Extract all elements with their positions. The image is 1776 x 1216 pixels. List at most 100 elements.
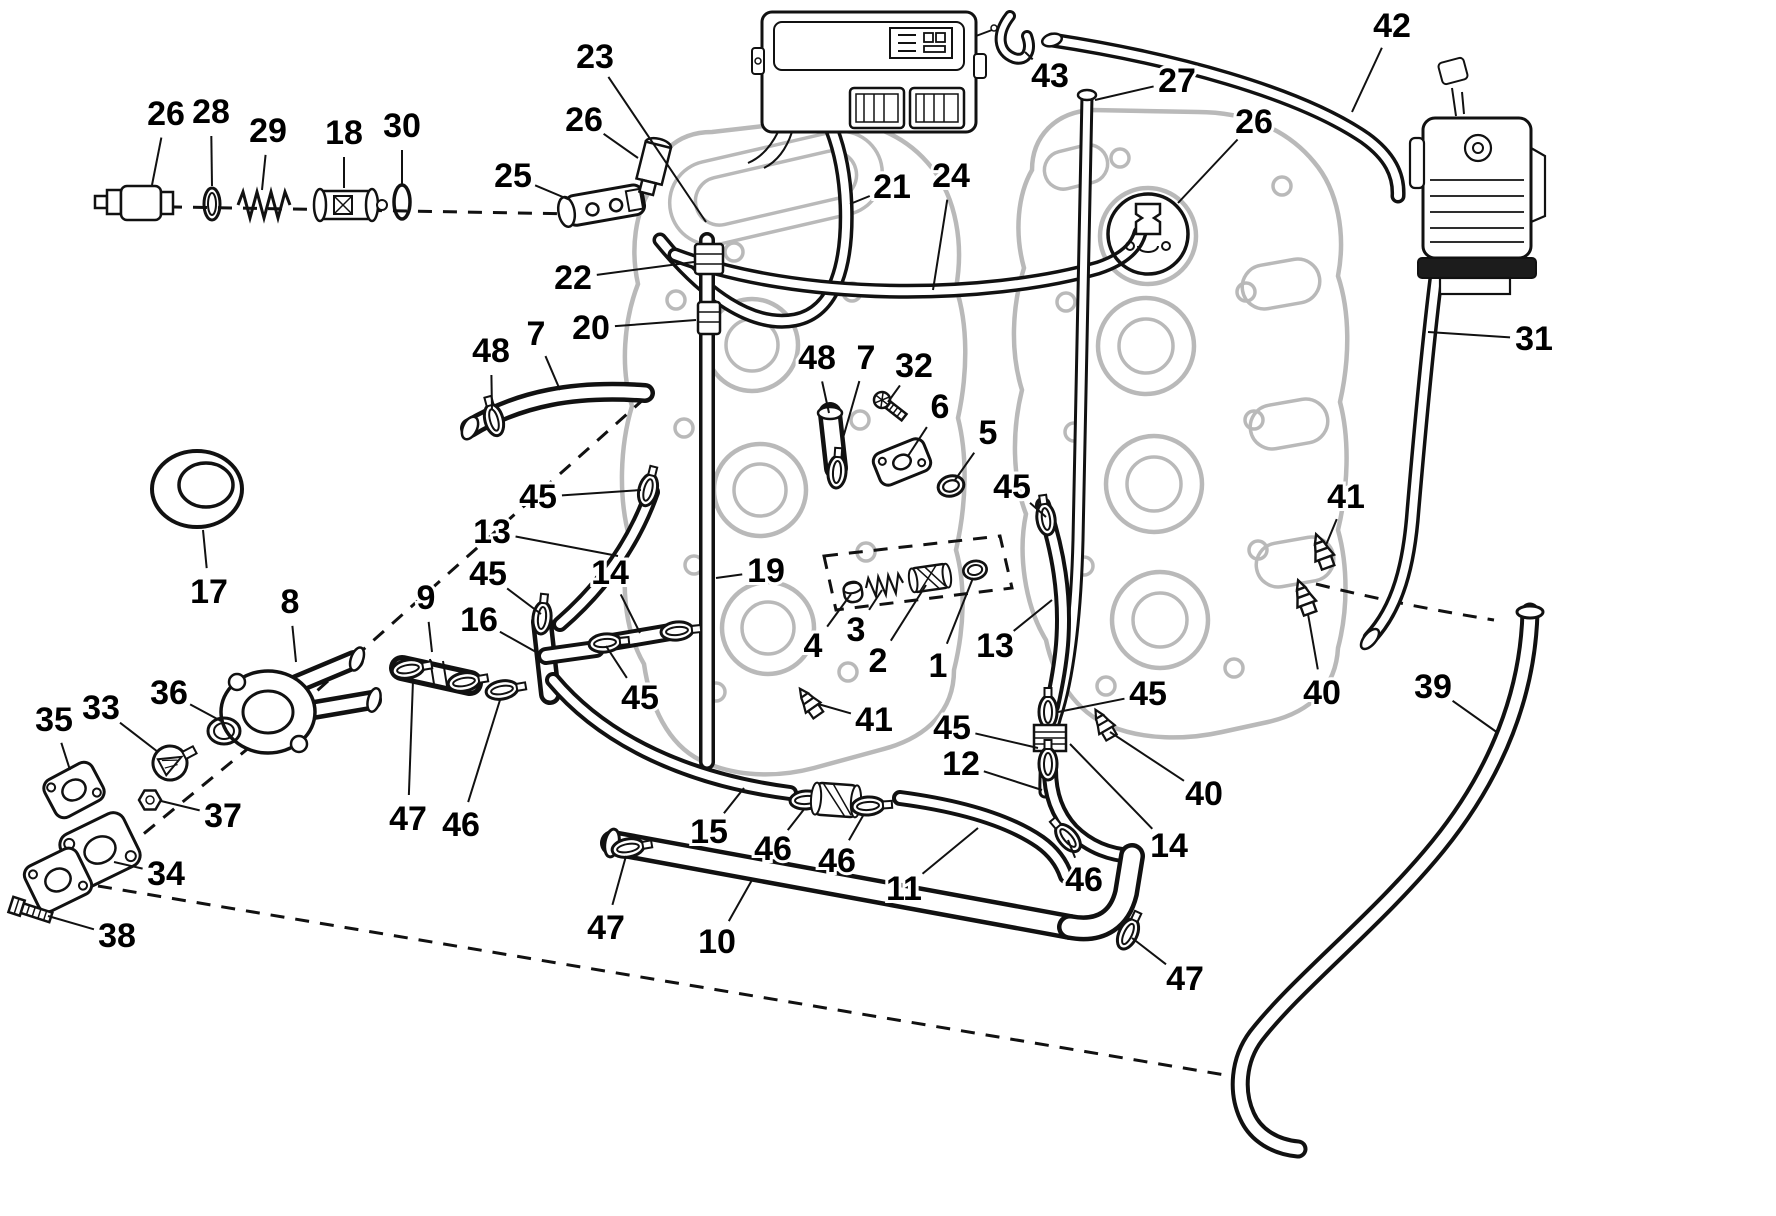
leader-line xyxy=(1094,85,1154,101)
part-number-45: 45 xyxy=(469,555,507,593)
leader-line xyxy=(715,573,743,579)
leader-line xyxy=(47,915,95,931)
leader-line xyxy=(467,699,501,803)
ecu-module xyxy=(747,10,998,169)
part-number-47: 47 xyxy=(1166,960,1204,998)
assembly-axis-lines xyxy=(91,204,1495,1080)
leader-line xyxy=(826,593,852,628)
leader-line xyxy=(1325,518,1338,546)
leader-line xyxy=(727,879,753,922)
oring-36 xyxy=(206,716,242,746)
grommet-17 xyxy=(150,449,244,529)
part-number-47: 47 xyxy=(587,909,625,947)
part-number-43: 43 xyxy=(1031,57,1069,95)
spring-3 xyxy=(863,572,906,599)
leader-line xyxy=(619,594,641,634)
part-number-22: 22 xyxy=(554,259,592,297)
leader-line xyxy=(1177,138,1239,204)
part-number-48: 48 xyxy=(798,339,836,377)
leader-line xyxy=(60,742,71,771)
leader-line xyxy=(868,589,883,611)
part-number-26: 26 xyxy=(1235,103,1273,141)
part-number-4: 4 xyxy=(804,627,823,665)
part-number-26: 26 xyxy=(565,101,603,139)
leader-line xyxy=(1307,613,1319,670)
leader-line xyxy=(506,587,542,615)
part-number-30: 30 xyxy=(383,107,421,145)
leader-line xyxy=(561,489,642,497)
part-number-3: 3 xyxy=(847,611,866,649)
leader-line xyxy=(887,384,901,403)
nut-37 xyxy=(137,789,163,811)
sensor-26-left xyxy=(93,184,175,222)
leader-line xyxy=(119,721,159,753)
leader-line xyxy=(1351,47,1383,113)
leader-line xyxy=(202,529,208,569)
spacer-6 xyxy=(871,437,933,487)
leader-line xyxy=(907,426,928,457)
insert-2 xyxy=(907,562,953,594)
part-number-37: 37 xyxy=(204,797,242,835)
leader-line xyxy=(427,621,433,653)
leader-line xyxy=(954,452,976,481)
oring-1 xyxy=(960,557,990,583)
part-number-14: 14 xyxy=(1150,827,1188,865)
part-number-41: 41 xyxy=(1327,478,1365,516)
clamp-45 xyxy=(633,463,665,510)
leader-line xyxy=(605,645,628,679)
valve-18 xyxy=(312,187,388,223)
part-number-7: 7 xyxy=(527,315,546,353)
part-number-15: 15 xyxy=(690,813,728,851)
ring-30 xyxy=(392,183,412,221)
leader-line xyxy=(210,135,213,187)
part-number-34: 34 xyxy=(147,855,185,893)
part-number-12: 12 xyxy=(942,745,980,783)
part-number-21: 21 xyxy=(873,168,911,206)
part-number-35: 35 xyxy=(35,701,73,739)
part-number-20: 20 xyxy=(572,309,610,347)
part-number-28: 28 xyxy=(192,93,230,131)
part-number-27: 27 xyxy=(1158,62,1196,100)
part-number-33: 33 xyxy=(82,689,120,727)
part-number-47: 47 xyxy=(389,800,427,838)
connector-9 xyxy=(389,654,529,704)
leader-line xyxy=(151,137,163,186)
part-number-26: 26 xyxy=(147,95,185,133)
part-number-23: 23 xyxy=(576,38,614,76)
bolt-32 xyxy=(872,390,909,423)
leader-line xyxy=(1057,697,1125,713)
leader-line xyxy=(786,807,806,831)
part-number-11: 11 xyxy=(886,870,922,908)
tee-22 xyxy=(693,242,725,276)
spring-29 xyxy=(236,190,292,220)
part-number-14: 14 xyxy=(591,554,629,592)
part-number-41: 41 xyxy=(855,701,893,739)
part-number-45: 45 xyxy=(519,478,557,516)
sensor-26-center xyxy=(634,136,673,197)
leader-line xyxy=(607,76,707,223)
part-number-46: 46 xyxy=(754,830,792,868)
part-number-10: 10 xyxy=(698,923,736,961)
part-number-48: 48 xyxy=(472,332,510,370)
leader-line xyxy=(842,380,861,439)
leader-line xyxy=(113,861,143,870)
leader-line xyxy=(1452,700,1499,734)
part-number-2: 2 xyxy=(869,642,888,680)
leader-line xyxy=(189,703,222,722)
part-number-5: 5 xyxy=(979,414,998,452)
part-number-45: 45 xyxy=(621,679,659,717)
flange-34 xyxy=(22,811,142,914)
leader-line xyxy=(603,132,639,159)
leader-line xyxy=(544,355,561,391)
part-number-45: 45 xyxy=(993,468,1031,506)
part-number-31: 31 xyxy=(1515,320,1553,358)
leader-line xyxy=(1029,502,1047,518)
leader-line xyxy=(921,827,979,875)
leader-line xyxy=(490,374,493,411)
thermostat-33 xyxy=(151,744,198,782)
part-number-46: 46 xyxy=(442,806,480,844)
connector-20 xyxy=(696,300,722,336)
part-number-1: 1 xyxy=(929,647,948,685)
clamp-46 xyxy=(849,793,895,818)
